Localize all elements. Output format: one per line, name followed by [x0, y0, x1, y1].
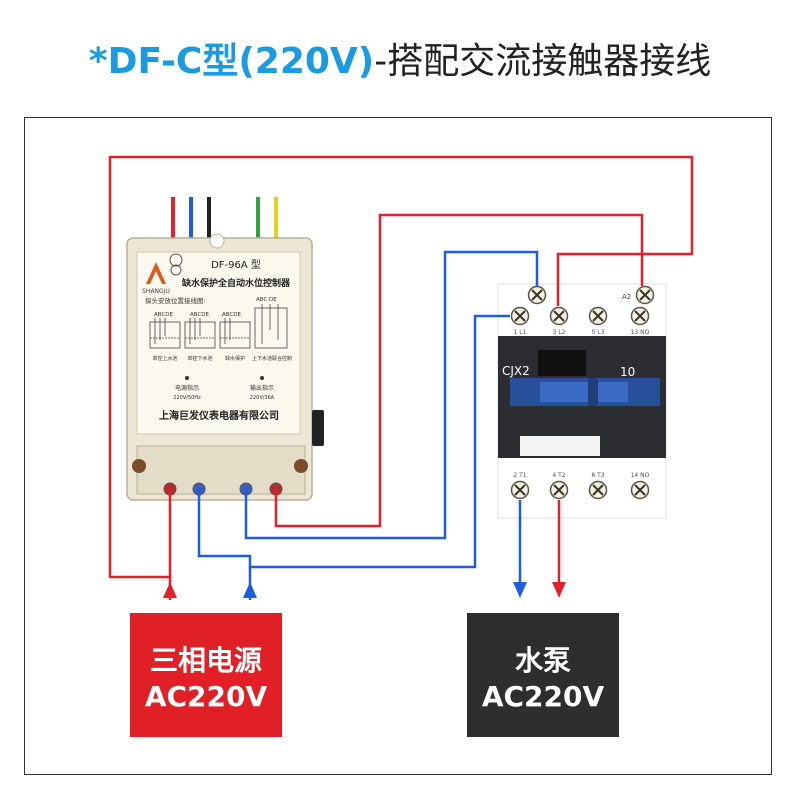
company-name: 上海巨发仪表电器有限公司	[159, 409, 279, 422]
water-pump-voltage: AC220V	[482, 680, 605, 713]
side-switch	[312, 410, 324, 446]
level-controller: SHANGJU DF-96A 型 缺水保护全自动水位控制器 探头安放位置接线图:…	[126, 233, 324, 501]
flow-arrows	[163, 582, 566, 598]
mode-labels: 单控上水池 单控下水池 缺水保护 上下水池联合控制	[152, 355, 292, 362]
terminal-label-4: 4 T2	[552, 472, 565, 479]
power-red-up-arrow-icon	[163, 582, 177, 598]
pump-blue-down-arrow-icon	[513, 582, 527, 598]
terminal-label-3: 3 L2	[553, 329, 566, 336]
terminal-label-2: 2 T1	[513, 472, 526, 479]
water-pump-label: 水泵	[515, 644, 571, 677]
ac-contactor: CJX2 10 A1 A2 1 L1 3 L2 5 L3 13 NO 2 T1 …	[497, 283, 667, 519]
probe-letters: ABCDE ABCDE ABCDE ABC DE	[154, 297, 277, 318]
svg-text:上下水池联合控制: 上下水池联合控制	[252, 355, 292, 362]
power-source-voltage: AC220V	[145, 680, 268, 713]
svg-text:ABCDE: ABCDE	[222, 312, 242, 318]
probe-heading: 探头安放位置接线图:	[145, 296, 206, 305]
brand-logo: SHANGJU	[142, 253, 183, 295]
power-spec: 220V/50Hz	[173, 395, 201, 401]
power-source-label: 三相电源	[150, 644, 262, 677]
diagram-frame	[24, 117, 772, 775]
water-pump-box: 水泵 AC220V	[467, 613, 619, 737]
controller-model: DF-96A 型	[211, 258, 261, 271]
terminal-label-6: 6 T3	[591, 472, 604, 479]
controller-terminals	[163, 482, 283, 496]
output-indicator-label: 输出指示	[250, 384, 274, 392]
svg-text:单控下水池: 单控下水池	[187, 355, 212, 362]
contactor-rating: 10	[620, 365, 635, 379]
svg-text:ABC DE: ABC DE	[256, 297, 277, 303]
title-model: *DF-C型(220V)	[88, 41, 375, 82]
svg-text:ABCDE: ABCDE	[154, 312, 174, 318]
controller-lead-wires	[171, 197, 278, 240]
terminal-label-13: 13 NO	[631, 329, 650, 336]
contactor-model: CJX2	[502, 364, 530, 378]
title-description: -搭配交流接触器接线	[374, 41, 712, 82]
page-title: *DF-C型(220V)-搭配交流接触器接线	[0, 38, 800, 86]
output-spec: 220V/36A	[250, 395, 275, 401]
power-blue-up-arrow-icon	[243, 582, 257, 598]
coil-label-a2: A2	[622, 293, 631, 301]
svg-text:ABCDE: ABCDE	[190, 312, 210, 318]
probe-diagrams	[149, 304, 288, 349]
logo-text: SHANGJU	[142, 288, 170, 295]
controller-name: 缺水保护全自动水位控制器	[181, 277, 291, 289]
svg-text:单控上水池: 单控上水池	[152, 355, 177, 362]
terminal-label-14: 14 NO	[631, 472, 650, 479]
terminal-label-5: 5 L3	[592, 329, 605, 336]
pump-red-down-arrow-icon	[552, 582, 566, 598]
power-source-box: 三相电源 AC220V	[130, 613, 282, 737]
svg-text:缺水保护: 缺水保护	[225, 355, 245, 362]
terminal-label-1: 1 L1	[514, 329, 527, 336]
power-indicator-label: 电源指示	[175, 384, 199, 392]
